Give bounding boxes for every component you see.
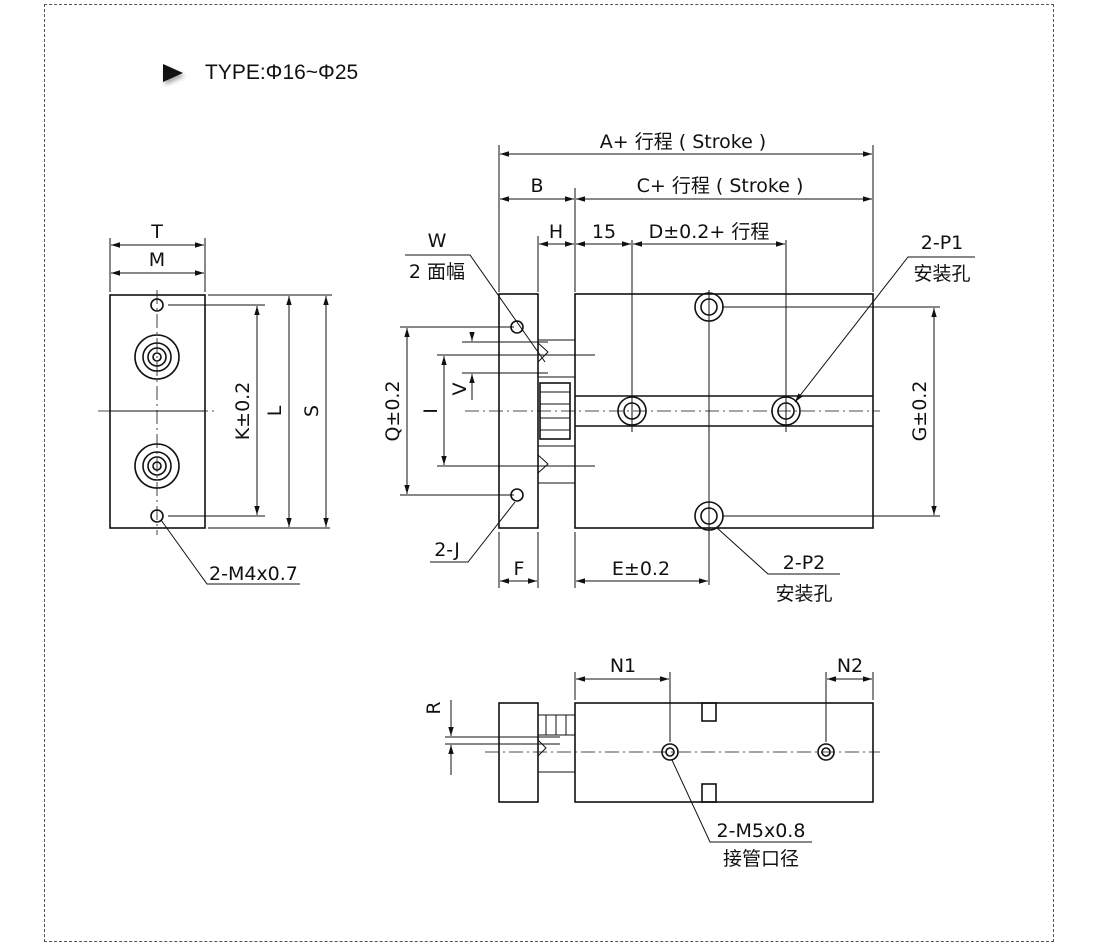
dim-I-label: I: [420, 408, 442, 414]
label-P2: 2-P2: [783, 552, 826, 574]
dim-R-label: R: [423, 701, 445, 714]
dim-H-label: H: [549, 221, 563, 243]
top-view-slot-top: [701, 702, 717, 722]
label-W: W: [428, 230, 447, 252]
label-M5-port: 接管口径: [723, 848, 799, 870]
leader-P1: [794, 256, 975, 403]
label-M5: 2-M5x0.8: [717, 820, 806, 842]
upper-rod-neck: [537, 339, 576, 378]
leader-P2: [715, 526, 840, 575]
label-M4: 2-M4x0.7: [209, 563, 298, 585]
top-view-rod: [537, 734, 576, 773]
leader-J: [430, 501, 516, 563]
dim-S-label: S: [301, 405, 323, 417]
dim-F-label: F: [514, 558, 525, 580]
label-J: 2-J: [434, 539, 460, 561]
dim-G-label: G±0.2: [909, 381, 931, 442]
leader-M4: [160, 519, 300, 585]
label-P2-mount: 安装孔: [775, 583, 832, 605]
label-P1: 2-P1: [921, 232, 964, 254]
side-view: A+ 行程 ( Stroke ) B C+ 行程 ( Stroke ) H 15…: [382, 131, 975, 605]
dim-B-label: B: [530, 175, 543, 197]
end-view-bottom-hole: [150, 509, 164, 523]
top-view-end-plate: [498, 702, 539, 803]
top-view-slot-bottom: [701, 783, 717, 803]
end-view: T M K±0.2 L S 2-M4x0.7: [98, 221, 332, 585]
top-view: N1 N2 R 2-M5x0.8 接管口径: [423, 655, 880, 870]
label-W-2faces: 2 面幅: [409, 261, 465, 283]
dim-C-label: C+ 行程 ( Stroke ): [637, 175, 804, 197]
leader-M5: [671, 759, 812, 843]
label-P1-mount: 安装孔: [913, 263, 970, 285]
end-view-top-hole: [150, 298, 164, 312]
type-title: TYPE:Φ16~Φ25: [205, 61, 359, 84]
lower-rod-neck: [537, 445, 576, 484]
end-view-lower-port: [134, 443, 180, 489]
dim-A-label: A+ 行程 ( Stroke ): [600, 131, 766, 153]
play-triangle-icon: [163, 64, 183, 82]
drawing-frame: [44, 4, 1054, 942]
top-view-body: [574, 702, 874, 803]
end-view-upper-port: [134, 334, 180, 380]
dim-Q-label: Q±0.2: [382, 380, 404, 441]
dim-N1-label: N1: [610, 655, 636, 677]
dim-M-label: M: [149, 249, 165, 271]
leader-W: [405, 254, 546, 363]
dim-K-label: K±0.2: [232, 382, 254, 441]
dim-L-label: L: [264, 405, 286, 416]
dim-N2-label: N2: [837, 655, 863, 677]
dim-T-label: T: [150, 221, 163, 243]
type-header: TYPE:Φ16~Φ25: [163, 58, 358, 88]
dim-E-label: E±0.2: [612, 558, 670, 580]
dim-V-label: V: [449, 383, 471, 396]
dim-15-label: 15: [592, 221, 616, 243]
port-hole-right: [817, 743, 835, 761]
dim-D-label: D±0.2+ 行程: [649, 221, 770, 243]
port-hole-left: [661, 743, 679, 761]
